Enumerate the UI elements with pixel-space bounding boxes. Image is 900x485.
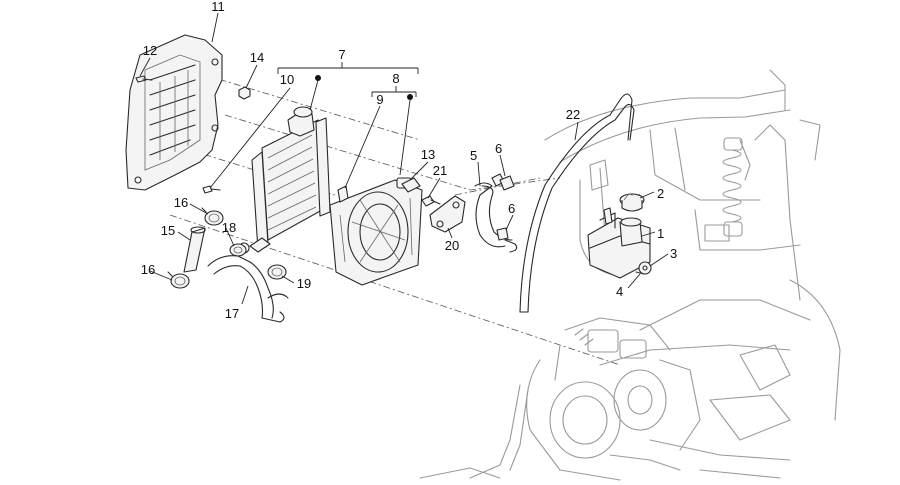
callout-12: 12	[143, 43, 157, 58]
callout-labels: 1 2 3 4 5 6 6 7 8 9 10 11 12 13 14 15 16…	[141, 0, 677, 321]
radiator-cover-part-11	[125, 34, 223, 191]
screw-part-12	[135, 75, 153, 83]
fastener-part-3-4	[635, 261, 652, 275]
clamp-part-19	[267, 264, 287, 280]
scooter-frame	[419, 69, 841, 481]
callout-10: 10	[280, 72, 294, 87]
callout-6b: 6	[508, 201, 515, 216]
cap-part-2	[619, 193, 645, 212]
callout-16b: 16	[141, 262, 155, 277]
bracket-part-20	[429, 195, 466, 233]
callout-11: 11	[211, 0, 225, 14]
clamp-part-18	[229, 243, 247, 257]
callout-18: 18	[222, 220, 236, 235]
clamp-part-16b	[167, 271, 190, 289]
callout-15: 15	[161, 223, 175, 238]
callout-22: 22	[566, 107, 580, 122]
callout-13: 13	[421, 147, 435, 162]
callout-8: 8	[392, 71, 399, 86]
callout-17: 17	[225, 306, 239, 321]
callout-5: 5	[470, 148, 477, 163]
callout-21: 21	[433, 163, 447, 178]
callout-1: 1	[657, 226, 664, 241]
callout-14: 14	[250, 50, 264, 65]
clamp-part-16a	[201, 207, 224, 226]
vent-pipe-part-22	[519, 93, 635, 313]
bolt-part-21	[421, 195, 441, 207]
callout-2: 2	[657, 186, 664, 201]
clip-part-9	[337, 185, 349, 203]
leader-lines	[139, 12, 669, 305]
callout-4: 4	[616, 284, 623, 299]
clamp-part-6	[496, 175, 518, 253]
callout-7: 7	[338, 47, 345, 62]
callout-3: 3	[670, 246, 677, 261]
callout-9: 9	[376, 92, 383, 107]
callout-6a: 6	[495, 141, 502, 156]
screw-part-10	[202, 185, 221, 194]
radiator-part-7	[238, 106, 331, 254]
callout-20: 20	[445, 238, 459, 253]
hose-part-17	[207, 255, 289, 323]
expansion-tank-part-1	[587, 207, 651, 279]
hose-part-15	[183, 226, 206, 273]
callout-19: 19	[297, 276, 311, 291]
nut-part-14	[238, 86, 251, 100]
callout-16a: 16	[174, 195, 188, 210]
